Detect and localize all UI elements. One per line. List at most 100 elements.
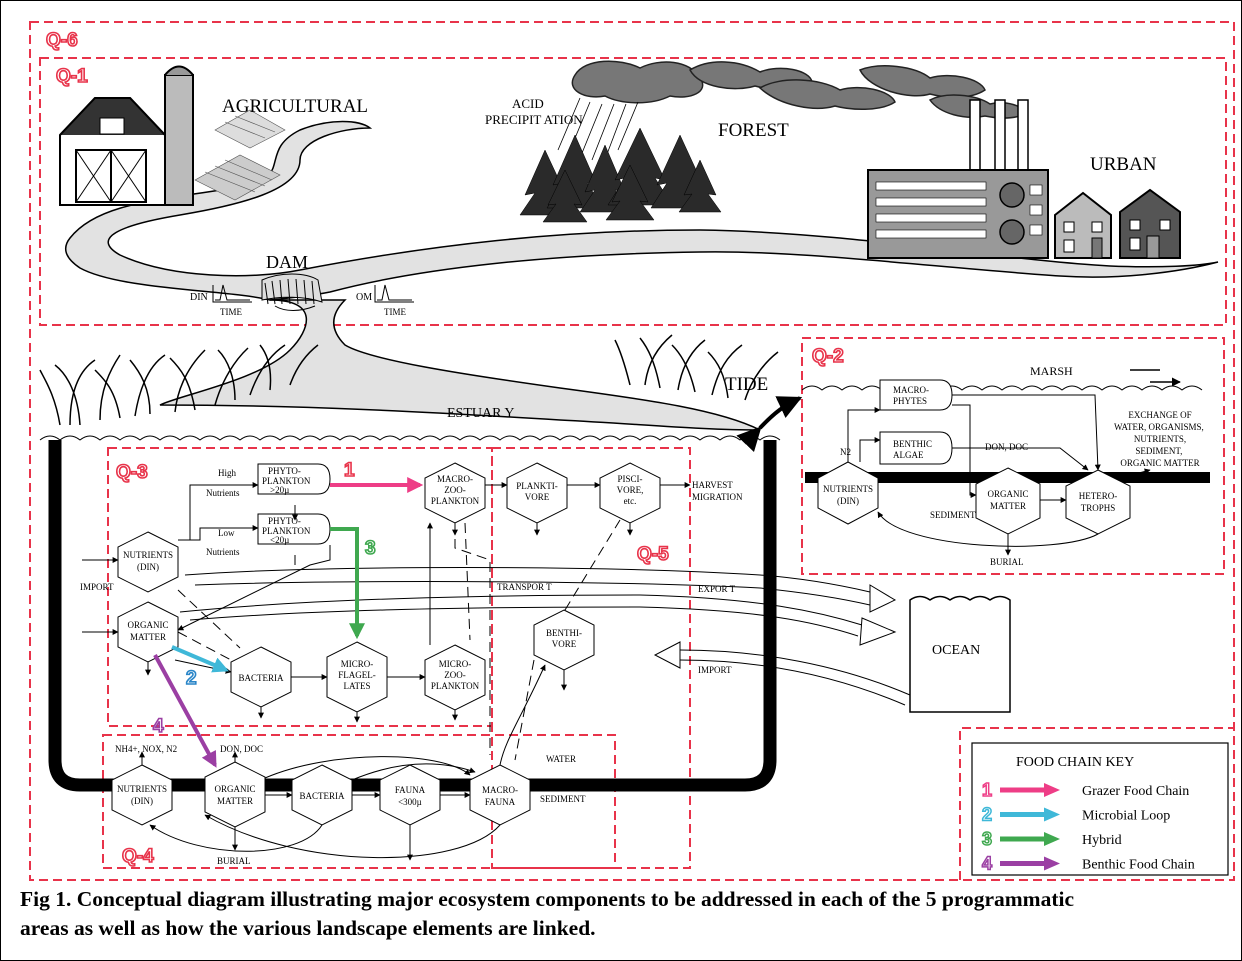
key-box-outline	[959, 727, 1234, 880]
q2-box	[801, 337, 1225, 575]
import-label: IMPORT	[80, 582, 114, 592]
benthic-nutrients-node	[111, 764, 173, 826]
smoke-clouds-icon	[571, 60, 1026, 119]
agricultural-label: AGRICULTURAL	[222, 96, 368, 117]
key-item-2-label: Microbial Loop	[1082, 809, 1170, 824]
q1-label: Q-1	[56, 66, 88, 87]
tide-label: TIDE	[725, 374, 768, 395]
q5-box	[491, 447, 691, 869]
wc-nutrients-text: NUTRIENTS(DIN)	[123, 550, 173, 572]
crop-fields-icon	[194, 109, 286, 201]
export-transport-arrows	[179, 567, 911, 706]
key-item-3-label: Hybrid	[1082, 833, 1122, 848]
key-item-4-number: 4	[982, 854, 992, 874]
urban-label: URBAN	[1090, 154, 1157, 175]
planktivore-text: PLANKTI-VORE	[516, 481, 558, 502]
estuary-surface-waves	[39, 435, 781, 441]
ocean-box	[909, 595, 1011, 713]
marsh-nutrients-text: NUTRIENTS(DIN)	[823, 484, 873, 506]
dam-icon	[261, 273, 323, 311]
q4-box	[102, 734, 616, 869]
key-item-4-arrowhead	[1044, 856, 1060, 871]
marsh-grass-left-icon	[39, 344, 319, 426]
tide-arrow	[736, 396, 803, 452]
benthic-organic-matter-node	[204, 761, 266, 828]
macrofauna-node	[469, 764, 531, 826]
key-item-1-number: 1	[982, 780, 992, 800]
key-items: 1 Grazer Food Chain 2 Microbial Loop 3 Hybrid…	[981, 779, 1195, 874]
marsh-flow-arrows	[1130, 369, 1180, 382]
phytoplankton-large-node	[257, 463, 331, 495]
piscivore-text: PISCI-VORE,etc.	[617, 474, 644, 506]
key-item-1-label: Grazer Food Chain	[1082, 784, 1189, 799]
chain-2-number: 2	[186, 668, 197, 689]
dam-label: DAM	[266, 252, 308, 272]
marsh-surface-waves	[801, 385, 1203, 391]
benthic-bacteria-text: BACTERIA	[300, 791, 346, 801]
macrophytes-text: MACRO-PHYTES	[893, 385, 929, 406]
marsh-grass-right-icon	[614, 334, 779, 401]
houses-icon	[1054, 188, 1181, 259]
low-nutrients-label: Nutrients	[206, 547, 240, 557]
chain-4-number: 4	[153, 716, 164, 737]
food-chain-key	[971, 742, 1229, 876]
meiofauna-node	[379, 764, 441, 826]
q4-label: Q-4	[122, 846, 154, 867]
acid-label: ACID	[512, 96, 544, 111]
chain-2-arrow	[171, 645, 229, 673]
harvest-label: HARVEST	[692, 480, 733, 490]
key-item-3-arrowhead	[1044, 832, 1060, 846]
marsh-don-doc-label: DON, DOC	[985, 442, 1028, 452]
benthos-don-doc-label: DON, DOC	[220, 744, 263, 754]
marsh-n2-label: N2	[840, 447, 851, 457]
marsh-nutrients-node	[817, 461, 879, 525]
export-label: EXPOR T	[698, 584, 736, 594]
microzooplankton-text: MICRO-ZOO-PLANKTON	[431, 659, 480, 691]
benthic-flow-lines	[139, 664, 546, 861]
chain-3-arrow	[330, 527, 365, 640]
low-label: Low	[218, 528, 235, 538]
benthic-burial-label: BURIAL	[217, 856, 251, 866]
estuary-label: ESTUAR Y	[447, 406, 515, 421]
om-graph-label: OM	[356, 292, 372, 303]
din-time-label: TIME	[220, 307, 242, 317]
q5-label: Q-5	[637, 544, 669, 565]
key-item-4-label: Benthic Food Chain	[1082, 858, 1195, 873]
meiofauna-text: FAUNA<300µ	[395, 785, 426, 807]
figure-caption: Fig 1. Conceptual diagram illustrating m…	[20, 887, 1075, 940]
key-item-2-arrowhead	[1044, 807, 1060, 822]
barn-icon	[59, 65, 194, 206]
chain-1-number: 1	[344, 460, 355, 481]
key-item-2-number: 2	[982, 805, 992, 825]
macrofauna-text: MACRO-FAUNA	[482, 785, 518, 807]
key-title: FOOD CHAIN KEY	[1016, 755, 1134, 770]
marsh-heterotrophs-text: HETERO-TROPHS	[1079, 491, 1118, 513]
din-graph-axes	[212, 284, 252, 303]
q3-label: Q-3	[116, 462, 148, 483]
q1-box	[39, 57, 1227, 326]
migration-label: MIGRATION	[692, 492, 743, 502]
key-item-1-arrowhead	[1044, 783, 1060, 797]
phytoplankton-large-text: PHYTO-PLANKTON>20µ	[262, 466, 311, 495]
key-item-3-number: 3	[982, 829, 992, 849]
water-label: WATER	[546, 754, 576, 764]
ocean-label: OCEAN	[932, 643, 980, 658]
marsh-burial-label: BURIAL	[990, 557, 1024, 567]
forest-trees-icon	[519, 127, 722, 223]
q2-label: Q-2	[812, 346, 844, 367]
high-label: High	[218, 468, 237, 478]
sediment-label: SEDIMENT	[540, 794, 586, 804]
benthivore-text: BENTHI-VORE	[546, 628, 582, 649]
precipitation-label: PRECIPIT ATION	[485, 112, 583, 127]
nh4-label: NH4+, NOX, N2	[115, 744, 177, 754]
din-graph-label: DIN	[190, 292, 208, 303]
import2-label: IMPORT	[698, 665, 732, 675]
chain-4-arrow	[153, 654, 217, 768]
high-nutrients-label: Nutrients	[206, 488, 240, 498]
chain-3-number: 3	[365, 538, 376, 559]
